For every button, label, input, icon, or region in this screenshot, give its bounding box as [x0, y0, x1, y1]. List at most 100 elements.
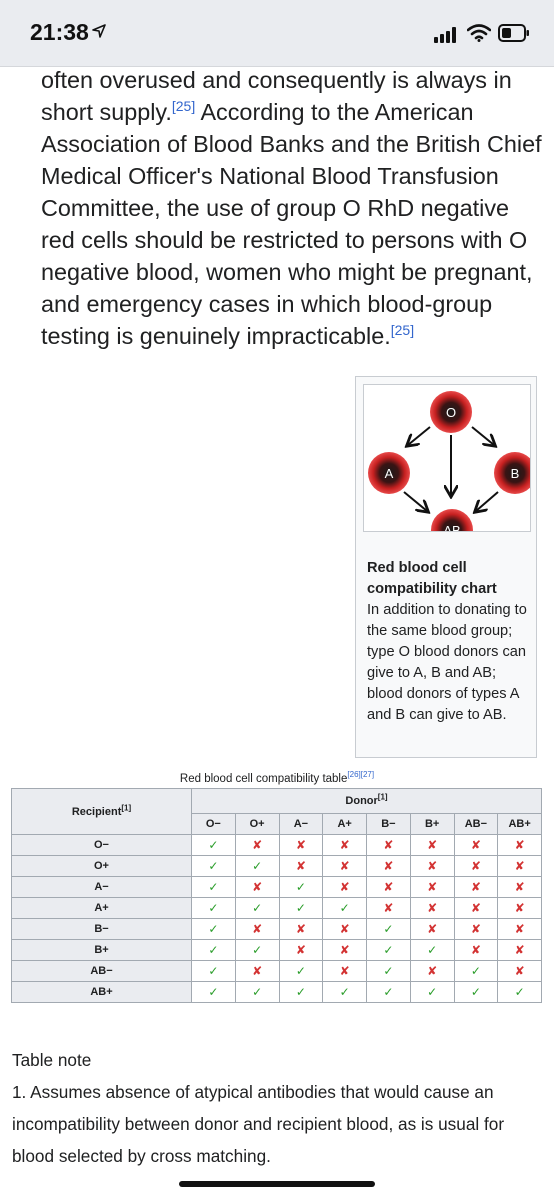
compatible-cell: ✓	[409, 939, 455, 961]
incompatible-cell: ✘	[234, 876, 280, 898]
citation-link-25-b[interactable]: [25]	[390, 322, 415, 339]
compatible-cell: ✓	[191, 939, 236, 961]
status-bar: 21:38	[0, 0, 554, 67]
figure-caption-text: In addition to donating to the same bloo…	[367, 602, 527, 723]
table-row: AB−✓✘✓✘✓✘✓✘	[11, 960, 542, 982]
donor-col-header: B−	[366, 813, 411, 835]
compatible-cell: ✓	[366, 960, 411, 982]
compatible-cell: ✓	[191, 876, 236, 898]
incompatible-cell: ✘	[278, 918, 324, 940]
table-caption-refs[interactable]: [26][27]	[347, 770, 375, 780]
incompatible-cell: ✘	[497, 939, 542, 961]
recipient-cell: O+	[11, 855, 192, 877]
node-b: B	[494, 452, 536, 494]
table-header-row-1: Recipient[1] Donor[1]	[11, 788, 542, 835]
incompatible-cell: ✘	[409, 834, 455, 856]
incompatible-cell: ✘	[497, 960, 542, 982]
node-a-label: A	[385, 466, 394, 481]
signal-icon	[434, 27, 456, 43]
incompatible-cell: ✘	[453, 897, 499, 919]
incompatible-cell: ✘	[278, 855, 324, 877]
figure-caption-title: Red blood cell compatibility chart	[367, 560, 497, 597]
location-arrow-icon	[92, 24, 106, 38]
table-note-title: Table note	[12, 1050, 92, 1070]
incompatible-cell: ✘	[234, 960, 280, 982]
compatible-cell: ✓	[278, 981, 324, 1003]
incompatible-cell: ✘	[453, 855, 499, 877]
node-o-label: O	[446, 405, 456, 420]
incompatible-cell: ✘	[322, 876, 367, 898]
arrow-o-to-b	[471, 426, 494, 445]
compatible-cell: ✓	[366, 939, 411, 961]
table-body: O−✓✘✘✘✘✘✘✘O+✓✓✘✘✘✘✘✘A−✓✘✓✘✘✘✘✘A+✓✓✓✓✘✘✘✘…	[11, 834, 542, 1003]
status-time: 21:38	[30, 19, 89, 45]
table-row: A+✓✓✓✓✘✘✘✘	[11, 897, 542, 919]
recipient-cell: B−	[11, 918, 192, 940]
incompatible-cell: ✘	[322, 918, 367, 940]
incompatible-cell: ✘	[409, 897, 455, 919]
recipient-cell: AB−	[11, 960, 192, 982]
incompatible-cell: ✘	[497, 855, 542, 877]
donor-header: Donor[1]	[191, 788, 542, 814]
wifi-icon	[467, 24, 491, 42]
node-o: O	[430, 391, 472, 433]
paragraph-text-1: often overused and consequently is alway…	[41, 67, 512, 125]
table-note-item: 1. Assumes absence of atypical antibodie…	[12, 1082, 505, 1166]
compatible-cell: ✓	[322, 897, 367, 919]
figure-caption: Red blood cell compatibility chart In ad…	[367, 558, 531, 726]
table-caption-text: Red blood cell compatibility table	[179, 773, 348, 785]
compatible-cell: ✓	[453, 960, 499, 982]
home-indicator[interactable]	[179, 1181, 375, 1187]
incompatible-cell: ✘	[409, 855, 455, 877]
donor-col-header: O+	[234, 813, 280, 835]
compatibility-table: Recipient[1] Donor[1] O−O+A−A+B−B+AB−AB+…	[11, 788, 542, 1003]
recipient-cell: B+	[11, 939, 192, 961]
node-b-label: B	[511, 466, 520, 481]
incompatible-cell: ✘	[366, 876, 411, 898]
table-row: AB+✓✓✓✓✓✓✓✓	[11, 981, 542, 1003]
incompatible-cell: ✘	[453, 876, 499, 898]
incompatible-cell: ✘	[453, 918, 499, 940]
incompatible-cell: ✘	[278, 939, 324, 961]
node-ab-label: AB	[443, 523, 460, 531]
incompatible-cell: ✘	[322, 939, 367, 961]
compatible-cell: ✓	[497, 981, 542, 1003]
table-row: A−✓✘✓✘✘✘✘✘	[11, 876, 542, 898]
table-row: O−✓✘✘✘✘✘✘✘	[11, 834, 542, 856]
node-a: A	[368, 452, 410, 494]
incompatible-cell: ✘	[322, 834, 367, 856]
compatible-cell: ✓	[453, 981, 499, 1003]
compatible-cell: ✓	[278, 897, 324, 919]
compatible-cell: ✓	[191, 960, 236, 982]
compatible-cell: ✓	[322, 981, 367, 1003]
article-paragraph: often overused and consequently is alway…	[41, 64, 546, 352]
incompatible-cell: ✘	[278, 834, 324, 856]
incompatible-cell: ✘	[453, 939, 499, 961]
donor-col-header: A−	[278, 813, 324, 835]
compatible-cell: ✓	[409, 981, 455, 1003]
incompatible-cell: ✘	[497, 834, 542, 856]
incompatible-cell: ✘	[497, 918, 542, 940]
compatible-cell: ✓	[191, 834, 236, 856]
paragraph-text-2: According to the American Association of…	[41, 99, 542, 349]
donor-col-header: A+	[322, 813, 367, 835]
arrow-b-to-ab	[476, 491, 499, 511]
compatibility-figure: O A B AB Red blood cell compatibility ch…	[355, 376, 537, 758]
compatible-cell: ✓	[278, 960, 324, 982]
compatible-cell: ✓	[366, 918, 411, 940]
battery-icon	[498, 24, 529, 42]
incompatible-cell: ✘	[409, 918, 455, 940]
incompatible-cell: ✘	[366, 834, 411, 856]
recipient-header: Recipient[1]	[11, 788, 192, 835]
incompatible-cell: ✘	[366, 855, 411, 877]
donor-col-header: B+	[409, 813, 455, 835]
compatible-cell: ✓	[278, 876, 324, 898]
compatibility-chart-image[interactable]: O A B AB	[363, 384, 536, 551]
incompatible-cell: ✘	[453, 834, 499, 856]
incompatible-cell: ✘	[497, 876, 542, 898]
compatible-cell: ✓	[234, 939, 280, 961]
citation-link-25[interactable]: [25]	[171, 98, 196, 115]
incompatible-cell: ✘	[366, 897, 411, 919]
incompatible-cell: ✘	[322, 960, 367, 982]
donor-col-header: O−	[191, 813, 236, 835]
